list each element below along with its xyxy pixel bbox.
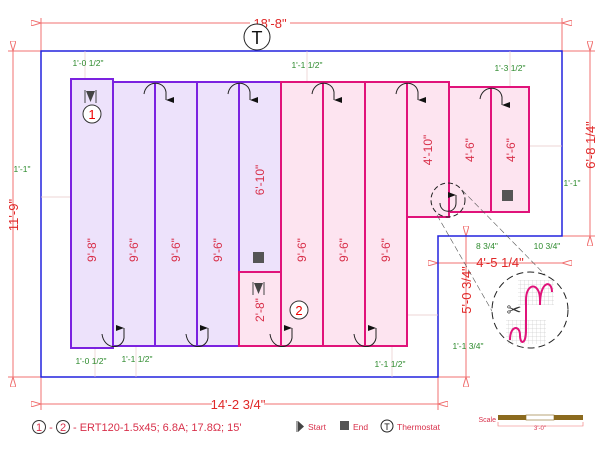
svg-text:1: 1 xyxy=(88,107,95,122)
svg-text:3'-0": 3'-0" xyxy=(534,426,546,432)
turn-arrows xyxy=(101,82,510,347)
legend-cable-spec: - ERT120-1.5x45; 6.8A; 17.8Ω; 15' xyxy=(73,422,242,434)
svg-text:1: 1 xyxy=(36,422,42,434)
dim-left-height: 11'-9" xyxy=(6,199,21,232)
svg-text:T: T xyxy=(384,422,390,432)
room-outline xyxy=(40,50,563,378)
turn-arrow-icon xyxy=(479,87,510,108)
strip-length: 9'-6" xyxy=(295,238,309,262)
end-icon xyxy=(340,421,349,430)
offset-label: 1'-1" xyxy=(14,164,31,174)
heating-mat-circuit-1 xyxy=(70,78,282,349)
svg-text:Scale: Scale xyxy=(478,417,496,424)
strip-length: 4'-6" xyxy=(504,138,518,162)
turn-arrow-icon xyxy=(395,82,426,103)
strip xyxy=(112,81,156,347)
dim-notch-width: 4'-5 1/4" xyxy=(476,255,524,270)
turn-arrow-icon xyxy=(311,82,342,103)
heating-mat-circuit-2 xyxy=(238,81,530,347)
strip xyxy=(196,81,240,347)
offset-label: 8 3/4" xyxy=(476,241,498,251)
strip-length: 9'-6" xyxy=(169,238,183,262)
turn-arrow-icon xyxy=(269,325,293,347)
detail-callout-circle xyxy=(430,182,466,218)
turn-arrow-icon xyxy=(143,82,174,103)
turn-arrow-icon xyxy=(227,82,258,103)
start-icon xyxy=(84,90,97,103)
svg-text:2: 2 xyxy=(295,303,302,318)
strip-length: 9'-6" xyxy=(127,238,141,262)
start-icon xyxy=(296,421,304,432)
thermostat-marker[interactable]: T xyxy=(243,23,271,51)
strip-length: 2'-8" xyxy=(253,298,267,322)
callout-leader xyxy=(436,214,501,326)
offset-label: 1'-0 1/2" xyxy=(75,356,106,366)
offset-label: 1'-3 1/2" xyxy=(494,63,525,73)
strip-length: 4'-6" xyxy=(463,138,477,162)
turn-arrow-icon xyxy=(185,325,209,347)
strip-length: 4'-10" xyxy=(421,135,435,166)
strip-length: 9'-6" xyxy=(379,238,393,262)
strip xyxy=(154,81,198,347)
turn-arrow-icon xyxy=(353,325,377,347)
strip xyxy=(238,81,282,273)
end-icon xyxy=(502,190,513,201)
end-icon xyxy=(253,252,264,263)
cut-detail: ✂ xyxy=(491,271,569,349)
offset-label: 1'-0 1/2" xyxy=(72,58,103,68)
scale-bar: Scale 3'-0" xyxy=(478,414,584,432)
svg-text:-: - xyxy=(49,422,53,434)
strip-length: 9'-8" xyxy=(85,238,99,262)
strip-length: 9'-6" xyxy=(211,238,225,262)
svg-text:End: End xyxy=(353,422,368,432)
offset-label: 10 3/4" xyxy=(534,241,561,251)
dim-bottom-width: 14'-2 3/4" xyxy=(211,397,266,412)
svg-text:T: T xyxy=(252,28,263,48)
offset-label: 1'-1 1/2" xyxy=(291,60,322,70)
svg-text:Start: Start xyxy=(308,422,327,432)
offset-label: 1'-1 1/2" xyxy=(121,354,152,364)
turn-arrow-icon xyxy=(439,192,457,212)
offset-leaders xyxy=(41,51,562,377)
start-icon xyxy=(252,282,265,295)
svg-text:2: 2 xyxy=(60,422,66,434)
scissors-icon: ✂ xyxy=(506,300,521,320)
strip-length: 9'-6" xyxy=(337,238,351,262)
circuit-2-marker: 2 xyxy=(289,300,309,320)
circuit-1-marker: 1 xyxy=(82,104,102,124)
offset-label: 1'-1" xyxy=(564,178,581,188)
strip xyxy=(322,81,366,347)
strip xyxy=(364,81,408,347)
callout-leader xyxy=(461,189,556,286)
dim-right-height: 6'-8 1/4" xyxy=(583,121,598,169)
turn-arrow-icon xyxy=(101,325,125,347)
strip-length: 6'-10" xyxy=(253,165,267,196)
legend: 1 - 2 - ERT120-1.5x45; 6.8A; 17.8Ω; 15' … xyxy=(32,419,441,434)
offset-label: 1'-1 1/2" xyxy=(374,359,405,369)
strip xyxy=(406,81,450,218)
offset-label: 1'-1 3/4" xyxy=(452,341,483,351)
dim-notch-height: 5'-0 3/4" xyxy=(459,266,474,314)
thermostat-icon xyxy=(380,419,394,433)
svg-text:Thermostat: Thermostat xyxy=(397,422,441,432)
